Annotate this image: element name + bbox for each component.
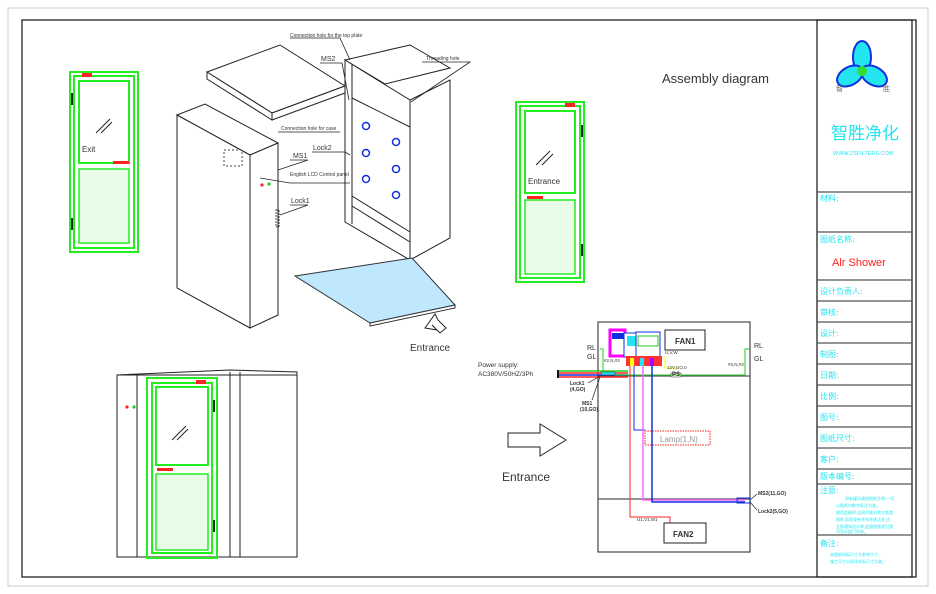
rl-right-label: RL bbox=[754, 343, 763, 350]
drawing-name-label: 图纸名称: bbox=[820, 234, 855, 244]
gl-right-label: GL bbox=[754, 356, 763, 363]
gl-left-label: GL bbox=[587, 354, 596, 361]
entrance-door: Entrance bbox=[515, 101, 585, 283]
date-label: 日期: bbox=[820, 371, 839, 380]
n-right-label: #2,N,#3 bbox=[728, 362, 744, 367]
callout-ms1: MS1 bbox=[293, 153, 308, 160]
logo-left-char: 智 bbox=[836, 84, 843, 93]
ps-voltage-label: 12V,GO,0 bbox=[667, 365, 687, 370]
material-label: 材料: bbox=[820, 193, 839, 203]
lock1-label: Lock1 bbox=[570, 381, 585, 387]
entrance-arrow-large-icon bbox=[507, 423, 567, 457]
entrance-arrow-icon bbox=[424, 313, 447, 334]
shower-front-view bbox=[116, 369, 298, 559]
callout-threading-hole: Threading hole bbox=[426, 56, 460, 62]
callout-lcd-panel: English LCD Control panel bbox=[290, 172, 349, 178]
callout-top-plate-hole: Connection hole for the top plate bbox=[290, 33, 362, 39]
ms2-label: MS2(11,GO) bbox=[758, 491, 786, 497]
notice-label: 注意: bbox=[820, 485, 839, 495]
scale-label: 比例: bbox=[820, 391, 839, 401]
remark-label: 备注: bbox=[820, 538, 839, 548]
lock1-pins: (4,GO) bbox=[570, 387, 586, 393]
drafting-label: 制图: bbox=[820, 349, 839, 359]
company-name: 智胜净化 bbox=[831, 124, 899, 144]
drawing-number-label: 图号: bbox=[820, 413, 839, 422]
exploded-view: Connection hole for the top plate Thread… bbox=[175, 33, 472, 354]
company-logo: 智 胜 bbox=[836, 40, 890, 93]
version-label: 版本编号: bbox=[820, 471, 855, 481]
fan1-label: FAN1 bbox=[675, 337, 696, 346]
svg-text:本图纸所标尺寸为参考尺寸,: 本图纸所标尺寸为参考尺寸, bbox=[830, 551, 879, 557]
fan2-label: FAN2 bbox=[673, 530, 694, 539]
review-label: 审核: bbox=[820, 307, 839, 317]
drawing-frame bbox=[21, 19, 917, 578]
company-website: WWW.ZSFILTERS.COM bbox=[833, 151, 894, 157]
callout-lock1: Lock1 bbox=[291, 198, 310, 205]
entrance-door-label: Entrance bbox=[528, 177, 561, 186]
ms1-pins: (10,GO) bbox=[580, 407, 598, 413]
title-block: 智 胜 智胜净化 WWW.ZSFILTERS.COM 材料: 图纸名称: Alr… bbox=[816, 19, 913, 578]
callout-ms2: MS2 bbox=[321, 56, 336, 63]
callout-lock2: Lock2 bbox=[313, 145, 332, 152]
rl-left-label: RL bbox=[587, 345, 596, 352]
assembly-heading: Assembly diagram bbox=[662, 71, 769, 86]
nozzles bbox=[361, 121, 401, 200]
lamp-label: Lamp(1,N) bbox=[660, 435, 698, 444]
svg-text:立即通知设计师,此图纸版权归我: 立即通知设计师,此图纸版权归我 bbox=[836, 523, 893, 529]
svg-text:使用此图时,应同时核对其它各类: 使用此图时,应同时核对其它各类 bbox=[836, 509, 893, 515]
lock2-label: Lock2(5,GO) bbox=[758, 509, 788, 515]
power-supply-value: AC380V/50HZ/3Ph bbox=[478, 371, 534, 378]
exit-door: Exit bbox=[69, 71, 139, 253]
entrance-label-2: Entrance bbox=[502, 470, 550, 484]
fan2-wires-label: U1,V1,W1 bbox=[637, 517, 658, 522]
design-lead-label: 设计负责人: bbox=[820, 286, 863, 296]
svg-text:司设计部门所有。: 司设计部门所有。 bbox=[836, 528, 868, 534]
entrance-label-1: Entrance bbox=[410, 343, 450, 354]
notice-text: 如有疑问请按图纸注明,一切 以图纸内数字标注为准。 使用此图时,应同时核对其它各… bbox=[836, 495, 894, 534]
svg-text:如有疑问请按图纸注明,一切: 如有疑问请按图纸注明,一切 bbox=[845, 495, 894, 501]
outer-border bbox=[7, 7, 929, 587]
callout-case-hole: Connection hole for case bbox=[281, 126, 337, 132]
design-label: 设计: bbox=[820, 328, 839, 338]
remark-text: 本图纸所标尺寸为参考尺寸, 施工尺寸以现场实际尺寸为准。 bbox=[830, 551, 886, 564]
ps-label: PS bbox=[672, 372, 680, 378]
n-left-label: #2,N,#3 bbox=[604, 358, 620, 363]
paper-size-label: 图纸尺寸: bbox=[820, 433, 855, 443]
ms1-label: MS1 bbox=[582, 401, 593, 407]
uvw-label: U,V,W bbox=[665, 350, 678, 355]
exit-label: Exit bbox=[82, 145, 96, 154]
drawing-name: Alr Shower bbox=[832, 257, 886, 269]
customer-label: 客户: bbox=[820, 454, 839, 464]
wiring-diagram: FAN1 Lamp(1,N) FAN2 Power supply: AC380V… bbox=[478, 321, 788, 553]
logo-right-char: 胜 bbox=[883, 84, 890, 93]
svg-text:以图纸内数字标注为准。: 以图纸内数字标注为准。 bbox=[836, 502, 880, 508]
power-supply-label: Power supply: bbox=[478, 362, 519, 369]
svg-text:施工尺寸以现场实际尺寸为准。: 施工尺寸以现场实际尺寸为准。 bbox=[830, 558, 886, 564]
svg-text:图纸,如发现有任何矛盾之处,应: 图纸,如发现有任何矛盾之处,应 bbox=[836, 516, 890, 522]
